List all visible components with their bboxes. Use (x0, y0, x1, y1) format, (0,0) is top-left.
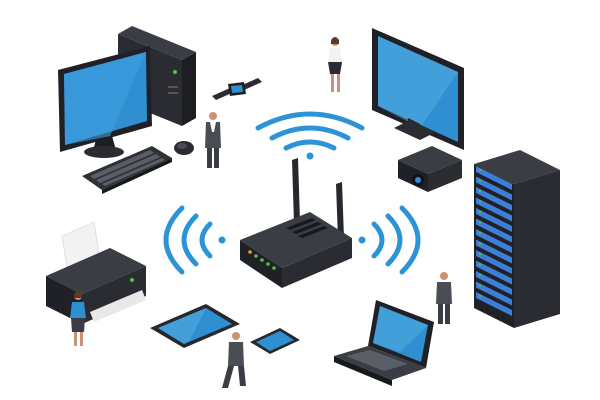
server-slot (476, 218, 512, 243)
wifi-signal-icon (255, 111, 365, 160)
projector-icon (398, 146, 462, 192)
server-led (478, 273, 482, 277)
server-slot (476, 166, 512, 190)
smartphone-icon (250, 328, 300, 354)
server-led (478, 242, 482, 245)
smartwatch-icon (212, 78, 262, 100)
laptop-icon (334, 300, 434, 386)
server-slot (476, 176, 512, 201)
server-led (478, 189, 482, 193)
server-led (478, 210, 482, 214)
wifi-signal-icon (163, 205, 226, 275)
businessman-figure (222, 332, 246, 388)
woman-figure (328, 37, 342, 92)
woman-figure (70, 291, 86, 346)
server-led (478, 252, 482, 256)
server-led (478, 168, 482, 172)
server-led (478, 179, 482, 182)
server-slot (476, 250, 512, 274)
server-led (478, 221, 482, 224)
server-slot (476, 281, 512, 306)
tablet-icon (150, 304, 240, 348)
server-slot (476, 208, 512, 232)
businessman-figure (436, 272, 452, 324)
server-led (478, 284, 482, 287)
server-led (478, 263, 482, 266)
server-led (478, 200, 482, 203)
server-slot (476, 292, 512, 316)
server-slot (476, 239, 512, 264)
server-slot (476, 260, 512, 285)
printer-icon (46, 221, 146, 324)
wifi-signal-icon (358, 205, 421, 275)
businessman-figure (205, 112, 221, 168)
server-slot (476, 197, 512, 222)
server-rack-icon (474, 150, 560, 328)
widescreen-monitor-icon (372, 28, 464, 150)
server-slot (476, 229, 512, 253)
wifi-router-icon (240, 158, 352, 288)
desktop-computer-icon (58, 26, 196, 194)
server-slot (476, 271, 512, 295)
server-slot (476, 187, 512, 211)
server-led (478, 294, 482, 298)
server-led (478, 231, 482, 235)
